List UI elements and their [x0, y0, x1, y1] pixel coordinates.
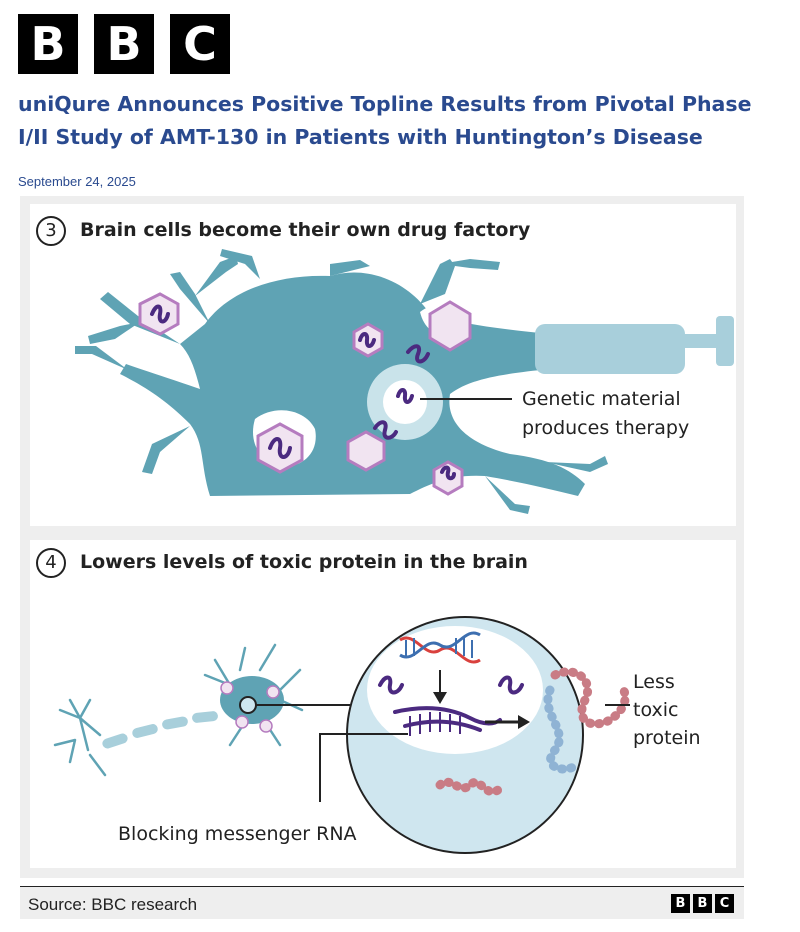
rna-squiggle-icon	[378, 675, 524, 695]
protein-chain-icon	[435, 667, 630, 797]
article-headline: uniQure Announces Positive Topline Resul…	[18, 92, 752, 149]
syringe-icon	[535, 316, 734, 374]
article-date: September 24, 2025	[18, 174, 136, 189]
mini-logo-letter-b1: B	[671, 894, 690, 913]
step-3-number: 3	[36, 216, 66, 246]
bbc-mini-logo: B B C	[671, 894, 734, 913]
blocking-mrna-label: Blocking messenger RNA	[118, 823, 357, 845]
less-toxic-label-line2: toxic	[633, 699, 678, 721]
mini-logo-letter-c: C	[715, 894, 734, 913]
axon	[102, 711, 218, 749]
mini-logo-letter-b2: B	[693, 894, 712, 913]
step-3-title: Brain cells become their own drug factor…	[80, 219, 531, 241]
step-4-number: 4	[36, 548, 66, 578]
neuron-body	[75, 249, 608, 514]
footer-divider	[20, 886, 744, 887]
bbc-logo[interactable]: B B C	[18, 14, 230, 74]
infographic: 3 Brain cells become their own drug fact…	[20, 196, 744, 878]
bbc-logo-letter-b2: B	[94, 14, 154, 74]
small-nucleus	[239, 696, 257, 714]
less-toxic-label-line3: protein	[633, 727, 701, 749]
genetic-material-label-line2: produces therapy	[522, 417, 689, 439]
bbc-logo-letter-b1: B	[18, 14, 78, 74]
dna-icon	[399, 631, 481, 664]
footer: Source: BBC research B B C	[20, 887, 744, 919]
bbc-logo-letter-c: C	[170, 14, 230, 74]
step-4-title: Lowers levels of toxic protein in the br…	[80, 551, 528, 573]
step-4-panel: 4 Lowers levels of toxic protein in the …	[30, 540, 736, 868]
neuron-illustration: Genetic material produces therapy	[75, 249, 734, 514]
step-3-panel: 3 Brain cells become their own drug fact…	[30, 204, 736, 526]
rna-squiggle-icon	[150, 304, 456, 481]
less-toxic-label-line1: Less	[633, 671, 675, 693]
source-credit: Source: BBC research	[28, 895, 198, 914]
cell-zoom-illustration: Less toxic protein Blocking messenger RN…	[53, 616, 701, 854]
genetic-material-label-line1: Genetic material	[522, 388, 681, 410]
